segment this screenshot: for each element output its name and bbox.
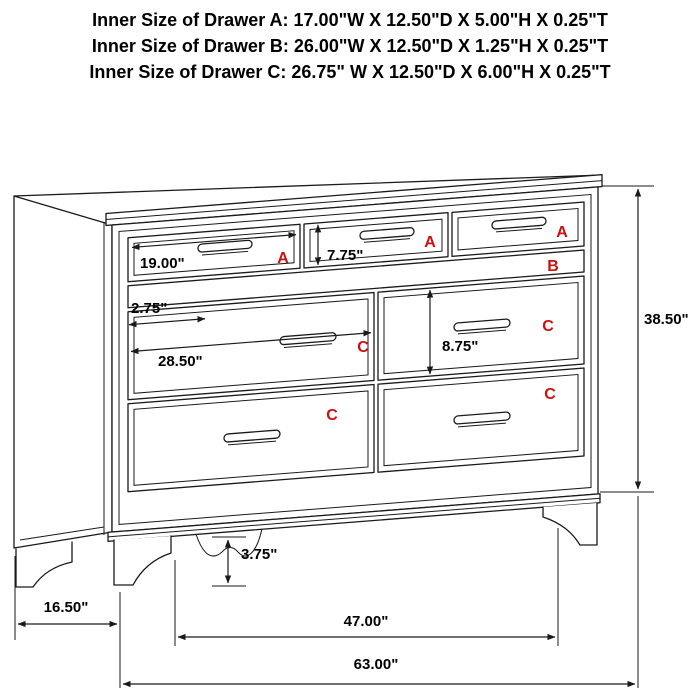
dimension-lines	[14, 185, 654, 688]
dim-drawer-a-width-label: 19.00"	[140, 255, 185, 272]
dim-drawer-a-height-label: 7.75"	[327, 247, 363, 264]
dresser-drawing	[13, 173, 603, 588]
dim-overall-height-label: 38.50"	[644, 311, 689, 328]
side-panel-bottom-line	[19, 526, 105, 541]
dim-overall-width-label: 63.00"	[354, 656, 399, 673]
dim-drawer-b-height-label: 2.75"	[131, 300, 167, 317]
label-drawer-a-middle: A	[424, 234, 436, 251]
drawer-c-bottom-left-handle	[223, 429, 281, 443]
top-back-edge	[13, 174, 603, 197]
dim-arrow-drawer-b-height	[128, 316, 206, 328]
drawer-a-middle-bevel	[309, 218, 443, 263]
drawer-c-bottom-right-bevel	[383, 373, 579, 467]
label-drawer-a-left: A	[277, 250, 289, 267]
dim-depth-label: 16.50"	[44, 599, 89, 616]
dim-drawer-c-width-label: 28.50"	[158, 353, 203, 370]
label-drawer-c-middle-left: C	[357, 339, 369, 356]
front-left-foot	[113, 535, 172, 586]
dim-arrow-drawer-c-width	[130, 330, 372, 355]
inner-size-drawer-a-label: Inner Size of Drawer A: 17.00"W X 12.50"…	[92, 10, 608, 30]
side-left-foot	[15, 541, 73, 588]
drawer-a-right-handle	[491, 216, 547, 230]
drawer-a-middle-handle	[359, 227, 415, 240]
label-drawer-c-bottom-left: C	[326, 407, 338, 424]
drawer-a-right-bevel	[457, 207, 579, 251]
label-drawer-a-right: A	[556, 224, 568, 241]
side-panel	[13, 195, 113, 549]
drawer-c-bottom-right-handle-shadow	[458, 422, 506, 428]
front-right-foot	[542, 502, 598, 546]
label-drawer-c-bottom-right: C	[544, 386, 556, 403]
label-drawer-b: B	[547, 258, 559, 275]
label-drawer-c-middle-right: C	[542, 318, 554, 335]
dim-arrow-drawer-a-width	[131, 231, 297, 251]
front-face	[105, 173, 603, 542]
top-board-line	[106, 180, 602, 220]
dim-drawer-c-height-label: 8.75"	[442, 338, 478, 355]
inner-size-drawer-b-label: Inner Size of Drawer B: 26.00"W X 12.50"…	[92, 36, 608, 56]
drawer-c-bottom-left-handle-shadow	[228, 440, 276, 446]
drawer-c-middle-right-bevel	[383, 281, 579, 375]
drawer-c-middle-right-handle-shadow	[458, 329, 506, 335]
drawer-a-right-handle-shadow	[496, 227, 542, 233]
drawer-a-left-handle-shadow	[202, 250, 248, 256]
drawer-c-bottom-left-bevel	[133, 390, 369, 486]
drawer-c-middle-right-handle	[453, 318, 511, 332]
base-moulding-line	[108, 497, 600, 538]
drawer-a-middle	[303, 212, 449, 269]
drawer-c-bottom-right-handle	[453, 411, 511, 425]
case-front-inner	[118, 193, 592, 526]
drawer-a-middle-handle-shadow	[364, 238, 410, 243]
dim-foot-height-label: 3.75"	[241, 546, 277, 563]
inner-size-drawer-c-label: Inner Size of Drawer C: 26.75" W X 12.50…	[89, 62, 610, 82]
dim-feet-span-label: 47.00"	[344, 613, 389, 630]
drawer-b-glitter-band	[127, 249, 585, 309]
